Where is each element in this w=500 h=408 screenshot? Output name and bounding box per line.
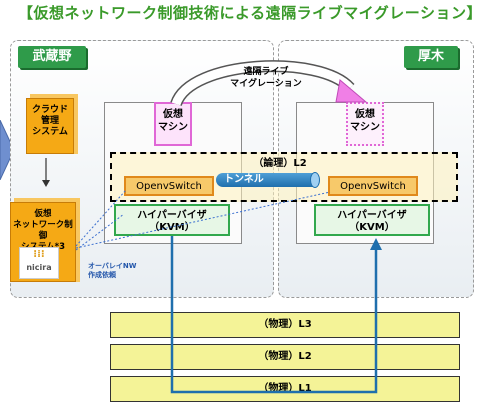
physical-l1-layer: （物理）L1 [110, 376, 460, 402]
virtual-network-control-system: 仮想 ネットワーク制御 システム*3 ⁝⁞⁝ nicira [10, 202, 76, 282]
nicira-mark-icon: ⁝⁞⁝ [33, 249, 45, 260]
physical-l1-label: （物理）L1 [258, 383, 312, 394]
site-label-musashino: 武蔵野 [18, 46, 86, 68]
migration-label: 遠隔ライブ マイグレーション [230, 67, 302, 89]
cloud-management-system: クラウド 管理 システム [26, 98, 74, 154]
physical-l3-layer: （物理）L3 [110, 312, 460, 338]
vm-right: 仮想 マシン [346, 102, 384, 146]
site-label-atsugi: 厚木 [404, 46, 458, 68]
hypervisor-right: ハイパーバイザ （KVM） [314, 204, 430, 236]
physical-l3-label: （物理）L3 [258, 319, 312, 330]
cloud-management-label: クラウド 管理 システム [31, 105, 68, 137]
ovs-left: OpenvSwitch [124, 176, 214, 196]
down-arrow-icon [42, 158, 50, 187]
overlay-request-note: オーバレイNW 作成依頼 [88, 262, 137, 279]
ovs-right: OpenvSwitch [328, 176, 418, 196]
tunnel-pipe: トンネル [216, 173, 316, 187]
physical-l2-label: （物理）L2 [258, 351, 312, 362]
left-arrow-icon [0, 120, 15, 180]
tunnel-end-icon [310, 172, 320, 188]
migration-arrow-icon [170, 60, 368, 107]
logical-l2-label: （論理）L2 [253, 158, 307, 169]
hypervisor-left: ハイパーバイザ （KVM） [114, 204, 230, 236]
nicira-logo-text: nicira [26, 263, 52, 272]
physical-l2-layer: （物理）L2 [110, 344, 460, 370]
nicira-logo: ⁝⁞⁝ nicira [19, 247, 59, 279]
page-title: 【仮想ネットワーク制御技術による遠隔ライブマイグレーション】 [18, 4, 482, 22]
tunnel-label: トンネル [224, 174, 264, 185]
